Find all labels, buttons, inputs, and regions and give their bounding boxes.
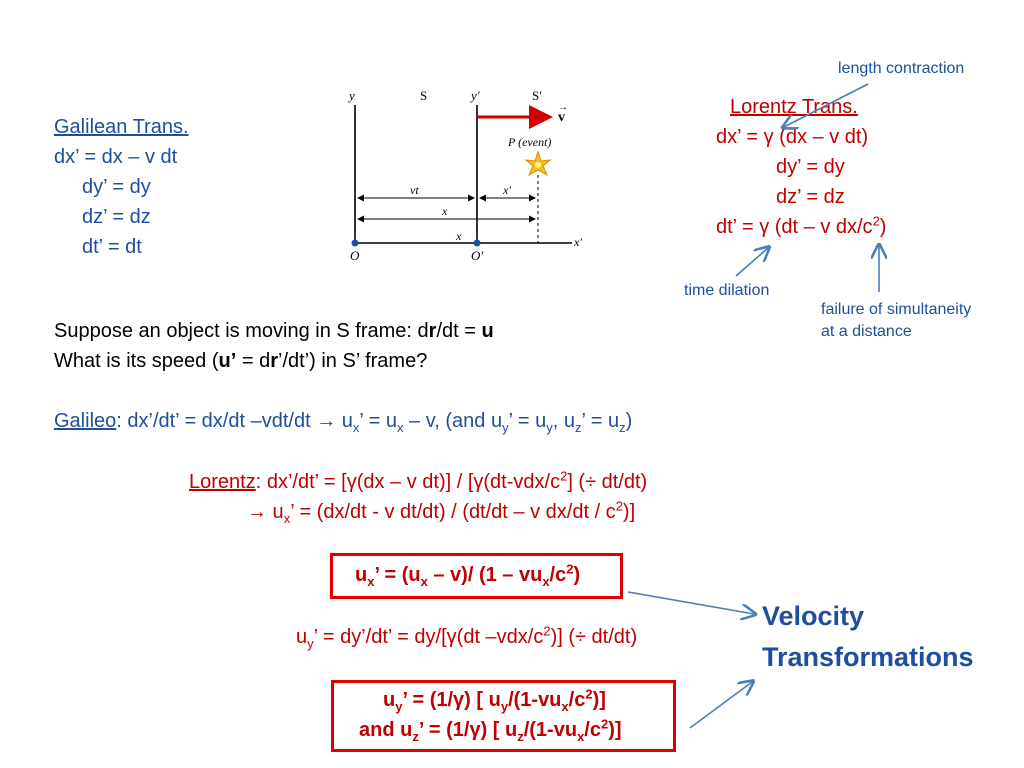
arrow-time-dilation: [735, 248, 768, 277]
label-Op: O′: [471, 248, 483, 263]
galilean-title: Galilean Trans.: [54, 116, 189, 138]
uz-result-line: and uz’ = (1/γ) [ uz/(1-vux/c2)]: [359, 716, 622, 744]
label-v: v: [558, 110, 565, 125]
velocity-transformations-label: Velocity Transformations: [762, 601, 974, 672]
question-block: Suppose an object is moving in S frame: …: [54, 316, 494, 376]
arrow-length-contraction: [784, 83, 869, 127]
label-S: S: [420, 88, 427, 103]
label-yp: y′: [469, 88, 480, 103]
label-xp-mid: x′: [502, 183, 511, 197]
galilean-eq-dz: dz’ = dz: [82, 206, 151, 228]
lorentz-block: Lorentz Trans. dx’ = γ (dx – v dt) dy’ =…: [716, 92, 886, 242]
uy-result-line: uy’ = (1/γ) [ uy/(1-vux/c2)]: [383, 686, 606, 714]
lorentz-eq-dt: dt’ = γ (dt – v dx/c2): [716, 213, 887, 238]
galilean-block: Galilean Trans. dx’ = dx – v dt dy’ = dy…: [54, 112, 189, 262]
sp-origin-dot: [473, 239, 481, 247]
ux-result-box: ux’ = (ux – v)/ (1 – vux/c2): [330, 553, 623, 599]
frames-diagram: y S y′ S′ v → P (event) vt x′ x x x′ O O…: [347, 88, 582, 263]
galilean-eq-dx: dx’ = dx – v dt: [54, 146, 178, 168]
annotation-length-contraction: length contraction: [838, 60, 965, 77]
annotation-failure-simultaneity: failure of simultaneity at a distance: [821, 301, 972, 340]
galileo-line: Galileo: dx’/dt’ = dx/dt –vdt/dt → ux’ =…: [54, 410, 633, 435]
s-origin-dot: [351, 239, 359, 247]
arrow-box2-to-velocity: [689, 682, 752, 729]
galilean-eq-dy: dy’ = dy: [82, 176, 151, 198]
label-xp-axis: x′: [573, 235, 582, 249]
label-x-mid: x: [441, 204, 448, 218]
label-x-axis: x: [455, 229, 462, 243]
question-line-1: Suppose an object is moving in S frame: …: [54, 320, 494, 342]
uy-derivation: uy’ = dy’/dt’ = dy/[γ(dt –vdx/c2)] (÷ dt…: [296, 623, 638, 651]
lorentz-derivation: Lorentz: dx’/dt’ = [γ(dx – v dt)] / [γ(d…: [189, 467, 647, 527]
label-v-arrow: →: [558, 102, 568, 113]
lorentz-eq-dz: dz’ = dz: [776, 186, 845, 208]
question-line-2: What is its speed (u’ = dr’/dt’) in S’ f…: [54, 350, 428, 372]
uy-uz-result-box: uy’ = (1/γ) [ uy/(1-vux/c2)] and uz’ = (…: [331, 680, 676, 752]
galilean-eq-dt: dt’ = dt: [82, 236, 142, 258]
lorentz-eq-dy: dy’ = dy: [776, 156, 845, 178]
lorentz-eq-dx: dx’ = γ (dx – v dt): [716, 126, 869, 148]
lorentz-title: Lorentz Trans.: [730, 96, 858, 118]
label-vt: vt: [410, 183, 419, 197]
lorentz-derivation-line-1: Lorentz: dx’/dt’ = [γ(dx – v dt)] / [γ(d…: [189, 468, 648, 493]
event-star-icon: [524, 150, 552, 177]
annotation-time-dilation: time dilation: [684, 282, 770, 299]
lorentz-derivation-line-2: → ux’ = (dx/dt - v dt/dt) / (dt/dt – v d…: [247, 498, 636, 526]
label-P: P (event): [507, 135, 551, 149]
label-O: O: [350, 248, 360, 263]
label-Sp: S′: [532, 88, 542, 103]
label-y: y: [347, 88, 355, 103]
arrow-box1-to-velocity: [627, 591, 754, 614]
